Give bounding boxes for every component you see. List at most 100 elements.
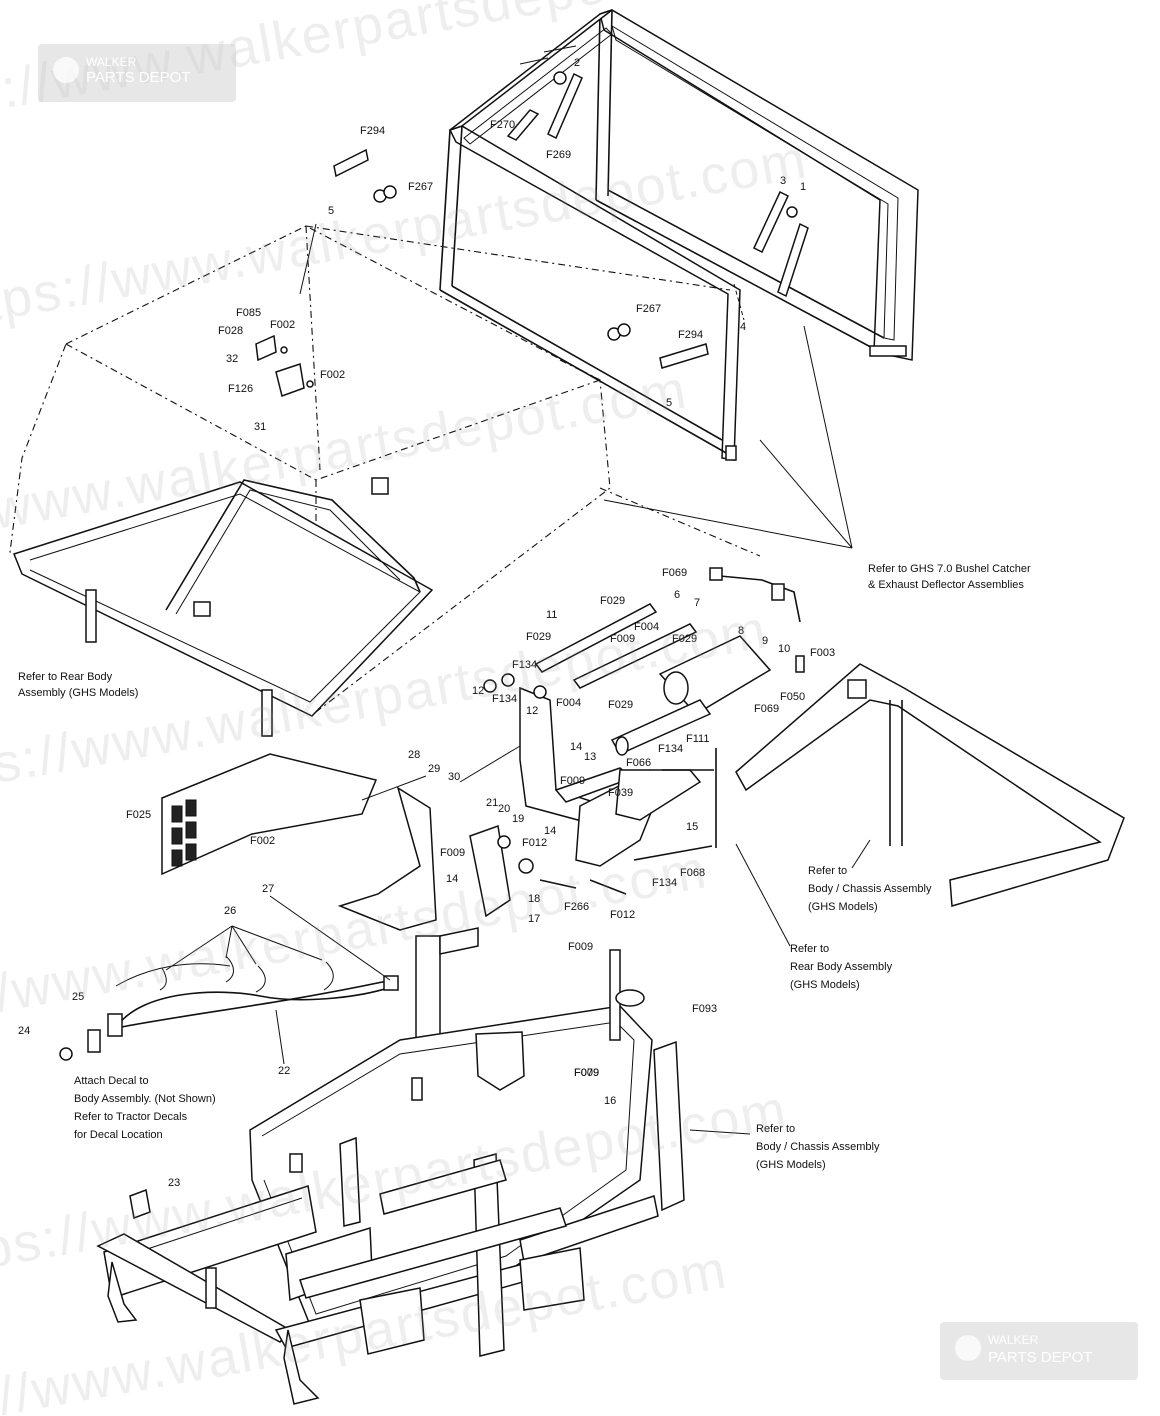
note-body-chassis-right: Refer to Body / Chassis Assembly (GHS Mo…	[808, 865, 935, 913]
callout-label: F069	[662, 567, 687, 579]
callout-label: F009	[610, 633, 635, 645]
callout-label: 27	[262, 883, 274, 895]
callout-label: F126	[228, 383, 253, 395]
leader-lines-top	[299, 223, 853, 549]
callout-label: 1	[800, 181, 806, 193]
callout-label: F009	[568, 941, 593, 953]
callout-label: F004	[634, 621, 659, 633]
callout-label: F025	[126, 809, 151, 821]
callout-label: F009	[560, 775, 585, 787]
wiring-harness	[59, 955, 399, 1220]
callout-label: F029	[608, 699, 633, 711]
callout-label: 4	[740, 321, 746, 333]
callout-label: F029	[672, 633, 697, 645]
callout-label: 12	[526, 705, 538, 717]
callout-label: F134	[652, 877, 677, 889]
note-decal: Attach Decal to Body Assembly. (Not Show…	[74, 1075, 219, 1141]
callout-label: F009	[440, 847, 465, 859]
callout-label: F066	[626, 757, 651, 769]
callout-label: 26	[224, 905, 236, 917]
callout-label: 14	[570, 741, 582, 753]
callout-label: 24	[18, 1025, 30, 1037]
walker-w-badge-icon	[955, 1335, 981, 1361]
callout-label: F029	[526, 631, 551, 643]
callout-label: 31	[254, 421, 266, 433]
callout-label: F134	[658, 743, 683, 755]
callout-label: F266	[564, 901, 589, 913]
top-hardware	[255, 71, 809, 397]
logo-line-2: PARTS DEPOT	[86, 69, 190, 86]
watermark-logo: WALKER PARTS DEPOT	[38, 44, 236, 102]
watermark-text: https://www.walkerpartsdepot.com	[0, 129, 812, 341]
callout-label: F294	[678, 329, 703, 341]
logo-line-2: PARTS DEPOT	[988, 1349, 1092, 1366]
callout-label: F012	[522, 837, 547, 849]
callout-label: 12	[472, 685, 484, 697]
callout-label: F134	[492, 693, 517, 705]
chassis-frame	[96, 927, 685, 1405]
callout-label: 29	[428, 763, 440, 775]
callout-label: 2	[574, 57, 580, 69]
walker-w-badge-icon	[53, 57, 79, 83]
callout-label: 14	[544, 825, 556, 837]
note-bushel-catcher: Refer to GHS 7.0 Bushel Catcher & Exhaus…	[868, 563, 1034, 591]
callout-label: 25	[72, 991, 84, 1003]
callout-label: F039	[608, 787, 633, 799]
callout-label: F050	[780, 691, 805, 703]
callout-label: 11	[546, 609, 557, 621]
callout-label: F270	[490, 119, 515, 131]
callout-label: 3	[780, 175, 786, 187]
callout-labels: 1 2 3 4 5 5 6 7 8 9 10 11 12 12 13 14 14…	[18, 57, 835, 1189]
callout-label: 17	[528, 913, 540, 925]
rear-body-tray	[13, 477, 434, 737]
callout-label: F294	[360, 125, 385, 137]
callout-label: 5	[328, 205, 334, 217]
callout-label: 9	[762, 635, 768, 647]
callout-label: 15	[686, 821, 698, 833]
callout-label: F003	[810, 647, 835, 659]
callout-label: 8	[738, 625, 744, 637]
callout-label: 23	[168, 1177, 180, 1189]
callout-label: F028	[218, 325, 243, 337]
actuator-assembly	[469, 567, 805, 918]
callout-label: F267	[408, 181, 433, 193]
callout-label: F093	[692, 1003, 717, 1015]
logo-line-1: WALKER	[86, 55, 137, 69]
callout-label: F079	[574, 1067, 599, 1079]
callout-label: F002	[320, 369, 345, 381]
callout-label: F134	[512, 659, 537, 671]
logo-line-1: WALKER	[988, 1333, 1039, 1347]
callout-label: F068	[680, 867, 705, 879]
watermark-logo: WALKER PARTS DEPOT	[940, 1322, 1138, 1380]
callout-label: F029	[600, 595, 625, 607]
grass-bag-outline	[9, 225, 761, 713]
callout-label: F267	[636, 303, 661, 315]
callout-label: 20	[498, 803, 510, 815]
callout-label: 5	[666, 397, 672, 409]
note-body-chassis-lower: Refer to Body / Chassis Assembly (GHS Mo…	[756, 1123, 883, 1171]
callout-label: 28	[408, 749, 420, 761]
callout-label: F004	[556, 697, 581, 709]
callout-label: F085	[236, 307, 261, 319]
callout-label: 7	[694, 597, 700, 609]
callout-label: 32	[226, 353, 238, 365]
callout-label: 10	[778, 643, 790, 655]
callout-label: F012	[610, 909, 635, 921]
callout-label: F009	[574, 1067, 599, 1079]
callout-label: 18	[528, 893, 540, 905]
callout-label: 19	[512, 813, 524, 825]
leader-lines-bottom	[165, 745, 871, 1135]
callout-label: 6	[674, 589, 680, 601]
callout-label: F269	[546, 149, 571, 161]
callout-label: 22	[278, 1065, 290, 1077]
callout-label: 21	[486, 797, 498, 809]
callout-label: 30	[448, 771, 460, 783]
callout-label: F069	[754, 703, 779, 715]
note-rear-body-left: Refer to Rear Body Assembly (GHS Models)	[18, 671, 138, 699]
callout-label: F111	[686, 733, 709, 745]
callout-label: 14	[446, 873, 458, 885]
right-support-frame	[735, 663, 1125, 907]
reference-notes: Refer to GHS 7.0 Bushel Catcher & Exhaus…	[18, 563, 1034, 1171]
vent-grille	[171, 799, 197, 867]
